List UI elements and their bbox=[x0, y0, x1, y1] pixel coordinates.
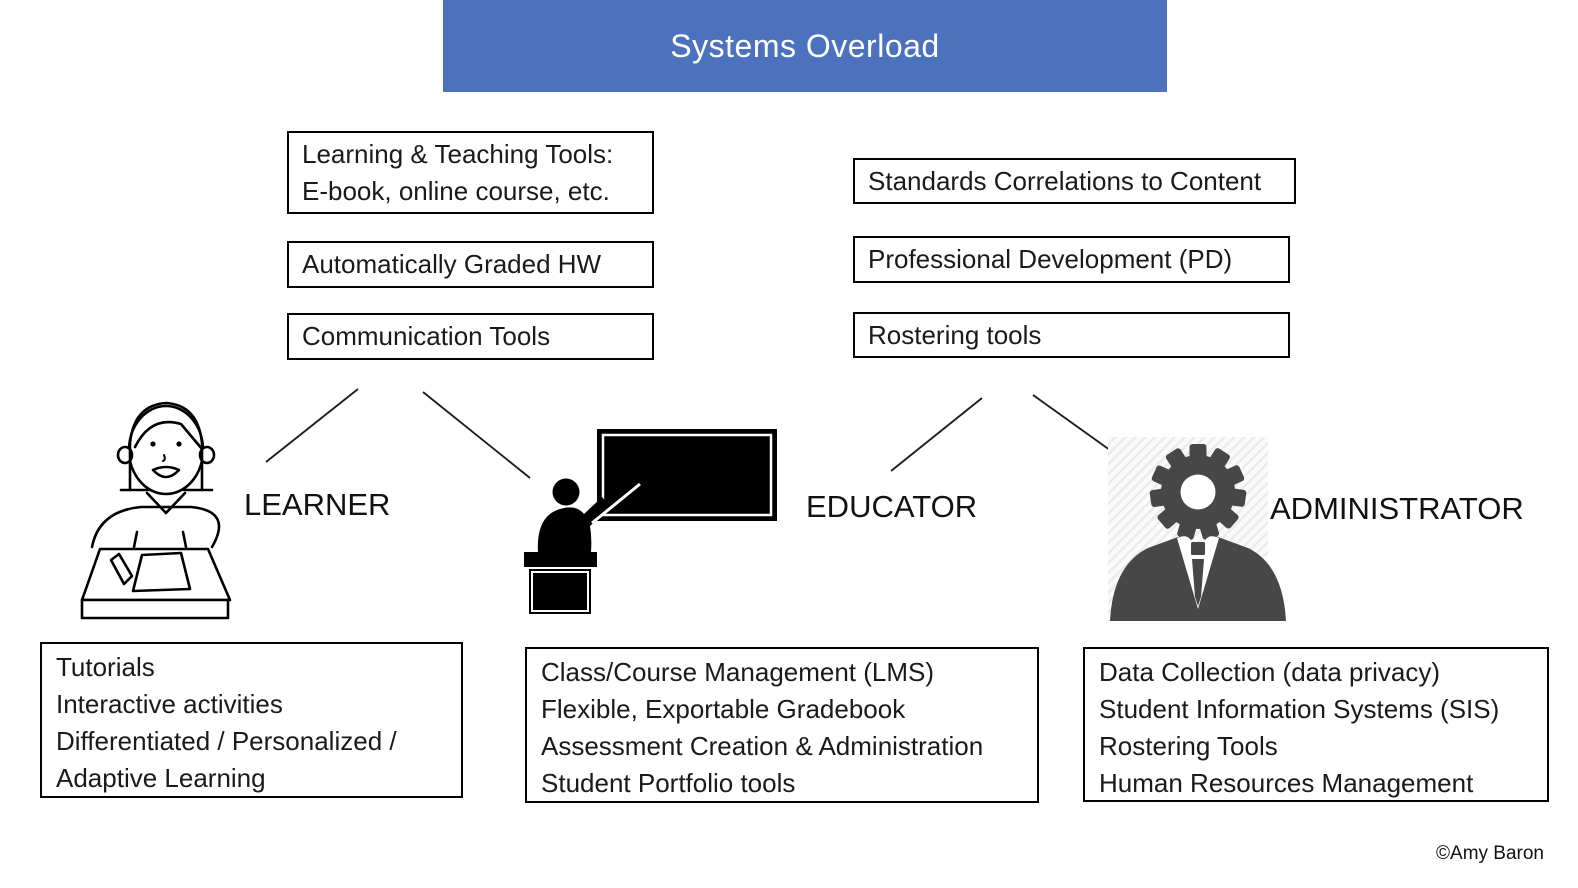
detail-line: Adaptive Learning bbox=[56, 763, 266, 793]
tool-box-line: Learning & Teaching Tools: bbox=[302, 138, 614, 169]
tool-box-learning-teaching: Learning & Teaching Tools: E-book, onlin… bbox=[287, 131, 654, 214]
tool-box-standards-correlations: Standards Correlations to Content bbox=[853, 158, 1296, 204]
role-label-learner: LEARNER bbox=[244, 487, 391, 522]
learner-icon-wrap bbox=[73, 393, 236, 623]
detail-box-learner: Tutorials Interactive activities Differe… bbox=[40, 642, 463, 798]
tool-box-line: Communication Tools bbox=[302, 321, 551, 351]
tool-box-professional-development: Professional Development (PD) bbox=[853, 236, 1290, 283]
administrator-icon-wrap bbox=[1106, 435, 1291, 623]
tool-box-line: Automatically Graded HW bbox=[302, 249, 602, 279]
detail-line: Assessment Creation & Administration bbox=[541, 731, 984, 761]
tool-box-rostering: Rostering tools bbox=[853, 312, 1290, 358]
tool-box-line: Standards Correlations to Content bbox=[868, 165, 1262, 196]
detail-line: Tutorials bbox=[56, 652, 155, 682]
tool-box-line: Rostering tools bbox=[868, 319, 1042, 350]
connector-line-rostering-to-educator bbox=[890, 397, 983, 472]
detail-line: Student Portfolio tools bbox=[541, 768, 796, 798]
detail-line: Rostering Tools bbox=[1099, 731, 1278, 761]
detail-line: Interactive activities bbox=[56, 689, 283, 719]
tool-box-graded-hw: Automatically Graded HW bbox=[287, 241, 654, 288]
detail-line: Differentiated / Personalized / bbox=[56, 726, 397, 756]
tool-box-communication: Communication Tools bbox=[287, 313, 654, 360]
connector-line-comm-to-learner bbox=[265, 388, 359, 463]
detail-line: Data Collection (data privacy) bbox=[1099, 657, 1441, 687]
credit-text: ©Amy Baron bbox=[1436, 843, 1544, 864]
student-at-desk-icon bbox=[80, 401, 232, 620]
tool-box-line: Professional Development (PD) bbox=[868, 244, 1233, 274]
gear-head-person-icon bbox=[1108, 437, 1286, 621]
detail-line: Human Resources Management bbox=[1099, 768, 1474, 798]
detail-box-administrator: Data Collection (data privacy) Student I… bbox=[1083, 647, 1549, 802]
role-label-educator: EDUCATOR bbox=[806, 489, 978, 524]
detail-box-educator: Class/Course Management (LMS) Flexible, … bbox=[525, 647, 1039, 803]
teacher-blackboard-icon bbox=[524, 429, 777, 614]
detail-line: Student Information Systems (SIS) bbox=[1099, 694, 1500, 724]
connector-line-comm-to-educator bbox=[422, 391, 531, 479]
detail-line: Class/Course Management (LMS) bbox=[541, 657, 935, 687]
detail-line: Flexible, Exportable Gradebook bbox=[541, 694, 906, 724]
educator-icon-wrap bbox=[518, 428, 780, 616]
tool-box-line: E-book, online course, etc. bbox=[302, 175, 610, 206]
page-title: Systems Overload bbox=[670, 27, 940, 64]
role-label-administrator: ADMINISTRATOR bbox=[1270, 491, 1524, 526]
title-banner: Systems Overload bbox=[443, 0, 1167, 92]
